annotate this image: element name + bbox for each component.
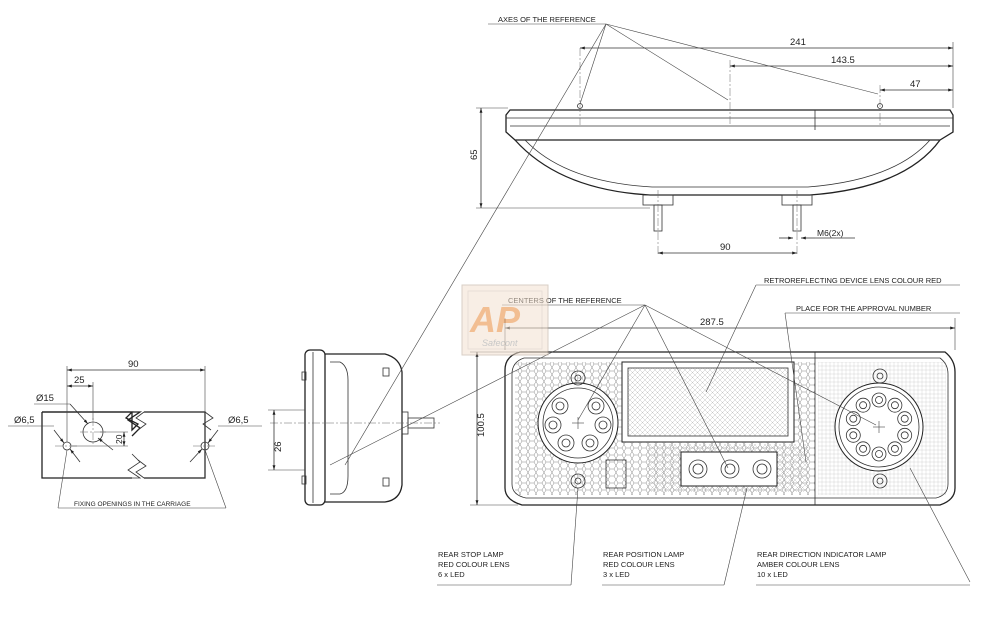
dim-fix-dia-15: Ø15 bbox=[36, 393, 54, 404]
dim-47: 47 bbox=[910, 79, 921, 90]
indicator-led bbox=[887, 397, 903, 413]
label-approval-place: PLACE FOR THE APPROVAL NUMBER bbox=[796, 304, 932, 313]
indicator-led bbox=[897, 427, 913, 443]
indicator-led bbox=[897, 411, 913, 427]
dim-fix-20: 20 bbox=[114, 434, 124, 444]
indicator-led bbox=[875, 396, 883, 404]
label-fixing-openings: FIXING OPENINGS IN THE CARRIAGE bbox=[74, 501, 191, 508]
dim-241: 241 bbox=[790, 37, 806, 48]
dim-65: 65 bbox=[469, 149, 480, 160]
stop-lamp-label-2: RED COLOUR LENS bbox=[438, 560, 510, 569]
dim-fix-25: 25 bbox=[74, 375, 85, 386]
dim-287-5: 287.5 bbox=[700, 317, 724, 328]
stop-lamp-label-1: REAR STOP LAMP bbox=[438, 550, 504, 559]
top-view: 241 143.5 47 65 90 M6(2x) AXES OF THE RE… bbox=[469, 15, 954, 256]
stop-lamp-label-3: 6 x LED bbox=[438, 570, 465, 579]
label-axes-reference: AXES OF THE REFERENCE bbox=[498, 15, 596, 24]
indicator-led bbox=[859, 444, 867, 453]
watermark-logo: AP Safecont bbox=[461, 284, 549, 356]
indicator-led bbox=[900, 431, 909, 440]
position-lamp-label-3: 3 x LED bbox=[603, 570, 630, 579]
indicator-lamp-label-3: 10 x LED bbox=[757, 570, 788, 579]
dim-thread: M6(2x) bbox=[817, 228, 844, 238]
dim-100-5: 100.5 bbox=[476, 413, 487, 437]
stop-lamp-leds bbox=[544, 397, 612, 452]
watermark-script-text: Safecont bbox=[482, 338, 518, 348]
top-view-housing bbox=[514, 139, 941, 196]
indicator-led bbox=[891, 444, 899, 453]
dim-stud-90: 90 bbox=[720, 242, 731, 253]
indicator-led bbox=[849, 431, 858, 440]
indicator-lamp-leds bbox=[845, 392, 913, 462]
label-centers-reference: CENTERS OF THE REFERENCE bbox=[508, 296, 622, 305]
indicator-led bbox=[855, 397, 871, 413]
indicator-led bbox=[875, 450, 883, 458]
indicator-lamp-label-1: REAR DIRECTION INDICATOR LAMP bbox=[757, 550, 886, 559]
dim-26: 26 bbox=[273, 441, 284, 452]
position-lamp-label-2: RED COLOUR LENS bbox=[603, 560, 675, 569]
indicator-led bbox=[849, 414, 858, 423]
dim-fix-dia-left: Ø6,5 bbox=[14, 415, 35, 426]
front-view-outline bbox=[504, 351, 956, 506]
top-view-outline bbox=[505, 109, 954, 141]
indicator-led bbox=[859, 401, 867, 410]
dim-fix-90: 90 bbox=[128, 359, 139, 370]
fixing-openings-view: 90 25 Ø15 Ø6,5 Ø6,5 20 FIXING OPENINGS I… bbox=[8, 359, 262, 509]
indicator-led bbox=[891, 401, 899, 410]
indicator-led bbox=[871, 446, 887, 462]
front-view: 287.5 100.5 CENTERS OF THE REFERENCE RET… bbox=[437, 276, 971, 586]
watermark-logo-text: AP bbox=[469, 299, 521, 340]
indicator-led bbox=[887, 441, 903, 457]
side-view: 26 bbox=[268, 23, 646, 506]
indicator-led bbox=[845, 411, 861, 427]
lamp-labels: REAR STOP LAMP RED COLOUR LENS 6 x LED R… bbox=[438, 550, 886, 579]
indicator-led bbox=[871, 392, 887, 408]
dim-fix-dia-right: Ø6,5 bbox=[228, 415, 249, 426]
indicator-led bbox=[900, 414, 909, 423]
indicator-lamp-label-2: AMBER COLOUR LENS bbox=[757, 560, 840, 569]
dim-143-5: 143.5 bbox=[831, 55, 855, 66]
position-lamp-label-1: REAR POSITION LAMP bbox=[603, 550, 684, 559]
indicator-led bbox=[845, 427, 861, 443]
indicator-led bbox=[855, 441, 871, 457]
label-retroreflecting: RETROREFLECTING DEVICE LENS COLOUR RED bbox=[764, 276, 942, 285]
